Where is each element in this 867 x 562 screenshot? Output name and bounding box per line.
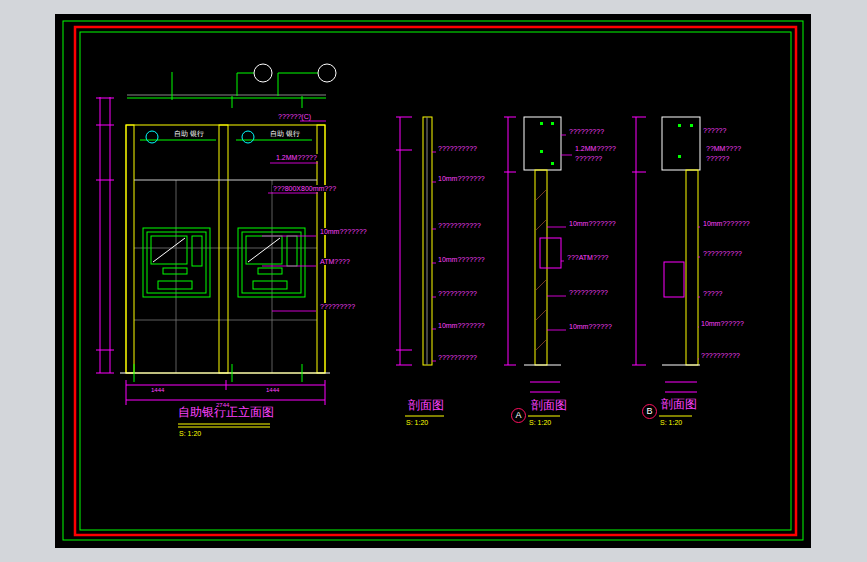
callout-label: 10mm?????? bbox=[568, 323, 613, 330]
callout-label: ???800X800mm??? bbox=[272, 185, 337, 192]
callout-label: ????? bbox=[702, 290, 723, 297]
callout-label: 10mm?????? bbox=[700, 320, 745, 327]
callout-label: 1.2MM????? bbox=[275, 154, 318, 161]
callout-label: ?????? bbox=[702, 127, 727, 134]
callout-label: ?????????? bbox=[702, 250, 743, 257]
callout-label: 自助 银行 bbox=[269, 130, 301, 137]
marker-letter: A bbox=[515, 411, 521, 420]
marker-letter: B bbox=[646, 407, 652, 416]
section-marker: B bbox=[642, 404, 657, 419]
section-marker: A bbox=[511, 408, 526, 423]
callout-label: 10mm??????? bbox=[437, 175, 486, 182]
callout-label: 剖面图 bbox=[407, 399, 445, 411]
callout-label: ATM???? bbox=[319, 258, 351, 265]
callout-label: ????????? bbox=[319, 303, 356, 310]
callout-label: ??????????? bbox=[437, 222, 482, 229]
callout-label: 剖面图 bbox=[660, 398, 698, 410]
callout-label: 1444 bbox=[265, 387, 280, 393]
callout-label: 1444 bbox=[150, 387, 165, 393]
callout-label: 10mm??????? bbox=[437, 256, 486, 263]
callout-label: ??????(C) bbox=[277, 113, 312, 120]
callout-label: ????????? bbox=[568, 128, 605, 135]
callout-label: ?????????? bbox=[437, 145, 478, 152]
callout-label: 10mm??????? bbox=[319, 228, 368, 235]
callout-label: ?????????? bbox=[568, 289, 609, 296]
callout-label: 10mm??????? bbox=[437, 322, 486, 329]
callout-label: 2744 bbox=[215, 402, 230, 408]
callout-label: 1.2MM????? bbox=[574, 145, 617, 152]
callout-label: ?????????? bbox=[437, 354, 478, 361]
callout-label: 自助 银行 bbox=[173, 130, 205, 137]
callout-label: 10mm??????? bbox=[568, 220, 617, 227]
callout-label: S: 1:20 bbox=[178, 430, 202, 437]
callout-label: ??????? bbox=[574, 155, 603, 162]
callout-label: S: 1:20 bbox=[659, 419, 683, 426]
callout-label: 10mm??????? bbox=[702, 220, 751, 227]
callout-label: 剖面图 bbox=[530, 399, 568, 411]
callout-label: ?????????? bbox=[437, 290, 478, 297]
callout-label: ?????? bbox=[705, 155, 730, 162]
callout-label: S: 1:20 bbox=[528, 419, 552, 426]
callout-label: ??MM???? bbox=[705, 145, 742, 152]
callout-label: S: 1:20 bbox=[405, 419, 429, 426]
callout-label: ???ATM???? bbox=[566, 254, 610, 261]
callout-label: ?????????? bbox=[700, 352, 741, 359]
